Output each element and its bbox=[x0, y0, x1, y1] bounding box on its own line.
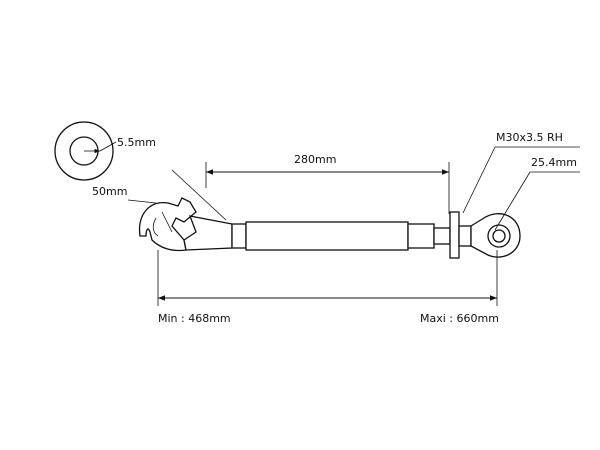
hook-width-label: 50mm bbox=[92, 185, 127, 198]
hook-section-line bbox=[161, 211, 173, 233]
tube-length-label: 280mm bbox=[294, 153, 336, 166]
ball-eye-end bbox=[470, 213, 521, 258]
tube-collar-right bbox=[407, 223, 435, 249]
hook-shank bbox=[183, 215, 233, 251]
lock-nut bbox=[449, 211, 460, 259]
thread-label: M30x3.5 RH bbox=[496, 131, 563, 144]
hook-slot-pointer bbox=[171, 169, 227, 221]
hook-throat bbox=[152, 217, 159, 237]
eye-bore bbox=[492, 229, 506, 243]
hook-end bbox=[138, 197, 233, 252]
detail-washer bbox=[54, 121, 114, 181]
thread-leader bbox=[462, 146, 496, 214]
bore-leader bbox=[494, 171, 531, 231]
hook-width-leader bbox=[127, 199, 157, 204]
bore-label: 25.4mm bbox=[531, 156, 577, 169]
tube-body bbox=[231, 211, 472, 259]
hook-slot-label: 5.5mm bbox=[117, 136, 156, 149]
tube-collar-left bbox=[231, 223, 247, 249]
rod-neck bbox=[458, 225, 472, 247]
tube bbox=[245, 221, 409, 251]
min-length-label: Min : 468mm bbox=[158, 312, 231, 325]
thread-section bbox=[433, 227, 451, 245]
hook-slot-leader bbox=[99, 141, 117, 152]
max-length-label: Maxi : 660mm bbox=[420, 312, 499, 325]
